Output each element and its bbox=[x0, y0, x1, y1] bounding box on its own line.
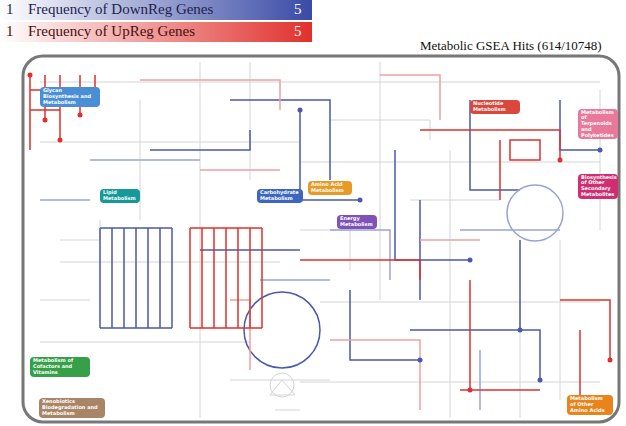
background-pathways bbox=[40, 62, 600, 418]
legend-text: Frequency of UpReg Genes bbox=[28, 23, 195, 40]
category-text: Xenobiotics Biodegradation and Metabolis… bbox=[42, 399, 102, 416]
category-label: Glycan Biosynthesis and Metabolism bbox=[40, 87, 100, 106]
category-label: Xenobiotics Biodegradation and Metabolis… bbox=[39, 398, 105, 417]
legend-text: Frequency of DownReg Genes bbox=[28, 1, 213, 18]
category-label: Energy Metabolism bbox=[337, 215, 377, 229]
category-text: Metabolism of Terpenoids and Polyketides bbox=[581, 110, 615, 139]
category-label: Amino Acid Metabolism bbox=[308, 181, 352, 195]
scale-number: 1 bbox=[6, 1, 14, 18]
category-label: Biosynthesis of Other Secondary Metaboli… bbox=[578, 174, 618, 199]
category-text: Lipid Metabolism bbox=[103, 190, 137, 202]
category-text: Nucleotide Metabolism bbox=[473, 101, 517, 113]
legend-row: Frequency of UpReg Genes bbox=[0, 22, 312, 42]
legend-row: Frequency of DownReg Genes bbox=[0, 0, 312, 20]
compound-dots bbox=[28, 73, 613, 393]
category-label: Metabolism of Other Amino Acids bbox=[567, 395, 613, 414]
category-text: Carbohydrate Metabolism bbox=[260, 190, 300, 202]
scale-number: 1 bbox=[6, 23, 14, 40]
category-text: Metabolism of Cofactors and Vitamins bbox=[33, 358, 87, 375]
category-text: Energy Metabolism bbox=[340, 216, 374, 228]
category-label: Carbohydrate Metabolism bbox=[257, 189, 303, 203]
category-text: Biosynthesis of Other Secondary Metaboli… bbox=[581, 175, 615, 198]
downregulated-pathways bbox=[40, 100, 600, 410]
map-frame bbox=[23, 56, 619, 422]
category-text: Amino Acid Metabolism bbox=[311, 182, 349, 194]
category-label: Metabolism of Terpenoids and Polyketides bbox=[578, 109, 618, 140]
scale-number: 5 bbox=[294, 1, 302, 18]
category-label: Lipid Metabolism bbox=[100, 189, 140, 203]
scale-number: 5 bbox=[294, 23, 302, 40]
map-title: Metabolic GSEA Hits (614/10748) bbox=[420, 38, 602, 54]
upregulated-pathways bbox=[30, 75, 610, 410]
category-label: Metabolism of Cofactors and Vitamins bbox=[30, 357, 90, 376]
category-label: Nucleotide Metabolism bbox=[470, 100, 520, 114]
category-text: Metabolism of Other Amino Acids bbox=[570, 396, 610, 413]
category-text: Glycan Biosynthesis and Metabolism bbox=[43, 88, 97, 105]
